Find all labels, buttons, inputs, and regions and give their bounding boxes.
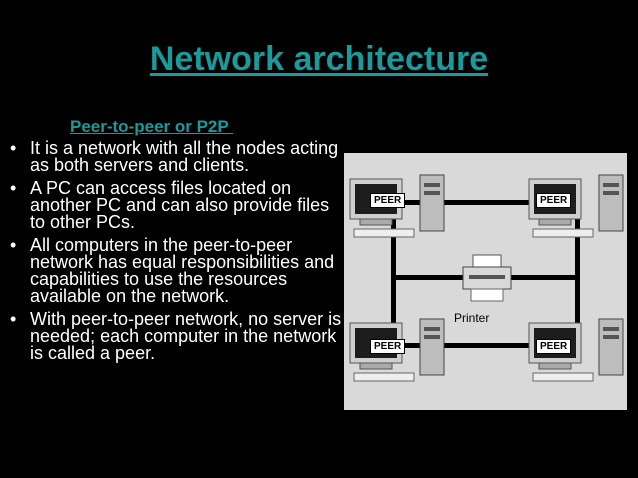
peer-label: PEER [536, 193, 572, 208]
bullet-dot: • [10, 309, 17, 329]
bullet-text: All computers in the peer-to-peer networ… [30, 235, 335, 306]
bullet-text: A PC can access files located on another… [30, 178, 330, 232]
peer-label: PEER [370, 339, 406, 354]
bullet-item: • All computers in the peer-to-peer netwo… [10, 235, 345, 306]
bullet-dot: • [10, 138, 17, 158]
bullet-text: With peer-to-peer network, no server is … [30, 309, 342, 363]
connection-line-right [575, 203, 580, 346]
peer-label: PEER [536, 339, 572, 354]
bullet-list: • It is a network with all the nodes acti… [10, 138, 345, 368]
peer-network-diagram: PEER PEER Printer PEER PEER [344, 153, 627, 410]
bullet-dot: • [10, 178, 17, 198]
slide-title: Network architecture [149, 40, 489, 78]
printer-label: Printer [454, 311, 490, 325]
printer-icon [462, 254, 512, 302]
connection-line-left [391, 203, 396, 346]
bullet-item: • A PC can access files located on anothe… [10, 178, 345, 232]
bullet-text: It is a network with all the nodes actin… [30, 138, 339, 175]
bullet-item: • It is a network with all the nodes acti… [10, 138, 345, 175]
bullet-item: • With peer-to-peer network, no server is… [10, 309, 345, 363]
bullet-dot: • [10, 235, 17, 255]
peer-label: PEER [370, 193, 406, 208]
connection-line-top [394, 200, 577, 205]
slide-subtitle: Peer-to-peer or P2P [70, 117, 234, 136]
connection-line-bottom [394, 343, 577, 348]
